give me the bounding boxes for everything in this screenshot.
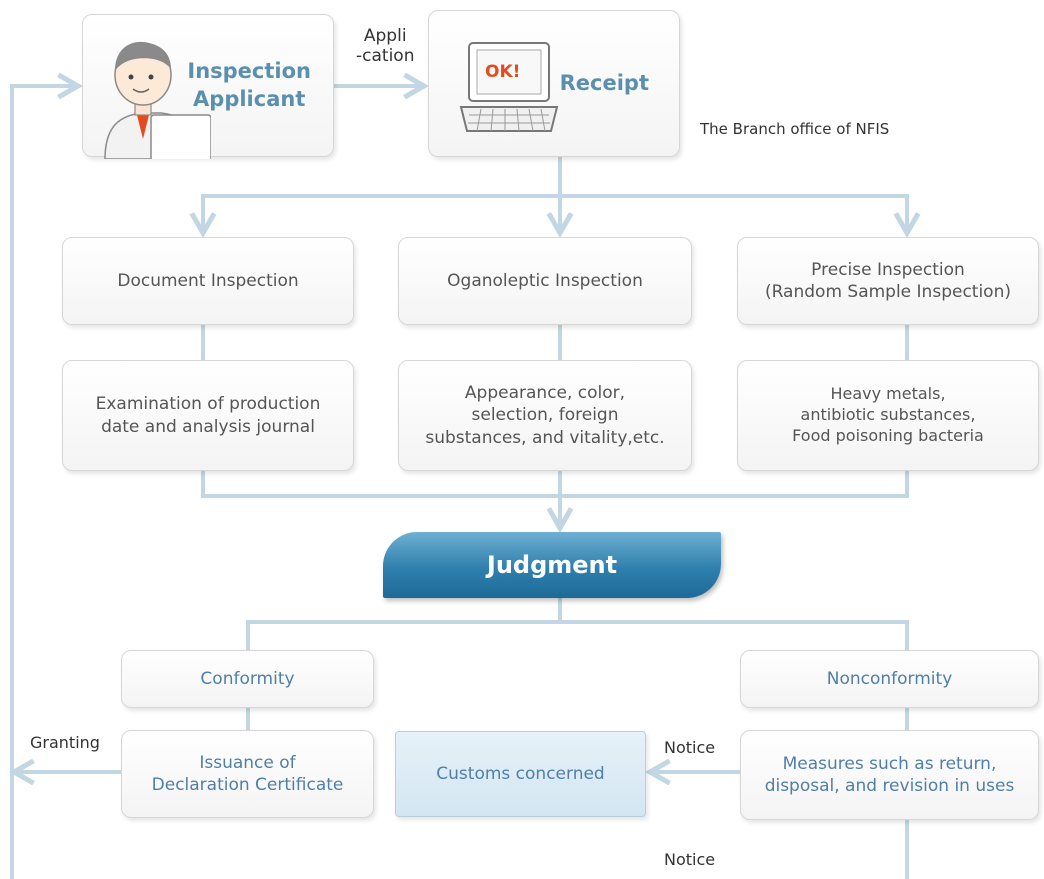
return-to-applicant-arrow [10,72,84,879]
notice-bottom-label: Notice [664,850,716,869]
ok-screen-text: OK! [485,62,521,82]
receipt-box: OK! Receipt [428,10,680,157]
laptop-icon [459,42,559,132]
granting-label: Granting [30,733,100,752]
oganoleptic-inspection-detail: Appearance, color, selection, foreign su… [398,360,692,471]
document-inspection-detail: Examination of production date and analy… [62,360,354,471]
precise-inspection-detail: Heavy metals, antibiotic substances, Foo… [737,360,1039,471]
conformity-box: Conformity [121,650,374,708]
document-inspection-box: Document Inspection [62,237,354,325]
branch-office-label: The Branch office of NFIS [700,120,890,138]
measures-box: Measures such as return, disposal, and r… [740,730,1039,820]
customs-concerned-box: Customs concerned [395,731,646,817]
judgment-box: Judgment [383,532,721,598]
issuance-certificate-box: Issuance of Declaration Certificate [121,730,374,818]
applicant-label: Inspection Applicant [187,59,311,111]
receipt-label: Receipt [559,70,649,95]
notice-customs-label: Notice [664,738,716,757]
inspection-applicant-box: Inspection Applicant [82,14,334,159]
precise-inspection-box: Precise Inspection (Random Sample Inspec… [737,237,1039,325]
oganoleptic-inspection-box: Oganoleptic Inspection [398,237,692,325]
application-label: Appli -cation [356,26,415,67]
nonconformity-box: Nonconformity [740,650,1039,708]
person-with-laptop-icon [104,41,211,159]
